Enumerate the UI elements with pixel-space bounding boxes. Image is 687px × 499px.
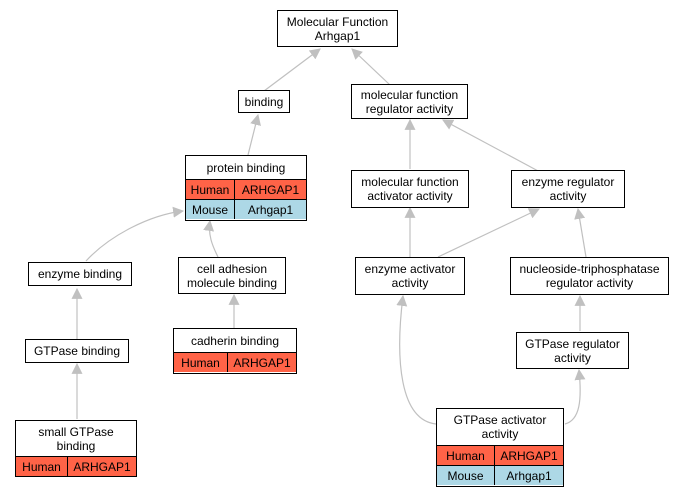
node-gtpase-regulator-activity[interactable]: GTPase regulator activity (516, 332, 629, 369)
node-mf-activator-activity[interactable]: molecular function activator activity (351, 170, 469, 208)
node-title: molecular function regulator activity (360, 87, 459, 116)
species-label: Human (186, 180, 234, 199)
node-title: cell adhesion molecule binding (186, 261, 278, 290)
node-title: enzyme activator activity (364, 262, 456, 290)
edge-enzyme-activator-to-enzyme-regulator (437, 208, 540, 258)
species-label: Human (16, 457, 67, 476)
node-binding[interactable]: binding (238, 90, 290, 113)
node-title: GTPase binding (33, 344, 121, 358)
node-title: small GTPase binding (38, 424, 114, 453)
human-gene-row: Human ARHGAP1 (437, 445, 563, 465)
gene-label[interactable]: ARHGAP1 (227, 353, 296, 372)
node-cell-adhesion-molecule-binding[interactable]: cell adhesion molecule binding (178, 257, 286, 294)
node-ntpase-regulator-activity[interactable]: nucleoside-triphosphatase regulator acti… (510, 257, 669, 295)
node-title: Molecular Function Arhgap1 (286, 14, 389, 43)
node-gtpase-activator-activity[interactable]: GTPase activator activity Human ARHGAP1 … (436, 408, 564, 487)
edge-gtpase-activator-to-enzyme-activator (396, 294, 437, 425)
gene-label[interactable]: ARHGAP1 (67, 457, 136, 476)
species-label: Human (174, 353, 227, 372)
node-title: cadherin binding (190, 333, 280, 348)
species-label: Mouse (186, 200, 234, 219)
node-title: enzyme binding (37, 267, 123, 281)
mouse-gene-row: Mouse Arhgap1 (186, 199, 306, 219)
node-enzyme-regulator-activity[interactable]: enzyme regulator activity (511, 170, 625, 208)
human-gene-row: Human ARHGAP1 (174, 352, 296, 372)
edge-enzyme-regulator-to-mf-regulator (442, 119, 541, 173)
mouse-gene-row: Mouse Arhgap1 (437, 465, 563, 485)
edge-cell-adhesion-to-protein-binding (203, 219, 219, 258)
human-gene-row: Human ARHGAP1 (186, 179, 306, 199)
node-title: GTPase regulator activity (525, 336, 620, 365)
node-title: protein binding (206, 160, 286, 175)
node-cadherin-binding[interactable]: cadherin binding Human ARHGAP1 (173, 328, 297, 374)
node-title: nucleoside-triphosphatase regulator acti… (519, 262, 660, 290)
human-gene-row: Human ARHGAP1 (16, 456, 136, 476)
node-mf-regulator-activity[interactable]: molecular function regulator activity (351, 84, 468, 119)
edge-protein-binding-to-binding (247, 113, 261, 156)
node-title: GTPase activator activity (453, 413, 547, 441)
gene-label[interactable]: ARHGAP1 (234, 180, 306, 199)
edge-binding-to-molecular-function (263, 48, 321, 92)
node-small-gtpase-binding[interactable]: small GTPase binding Human ARHGAP1 (15, 420, 137, 477)
node-title: enzyme regulator activity (521, 175, 615, 203)
edge-gtpase-activator-to-gtpase-regulator (564, 368, 586, 425)
node-enzyme-binding[interactable]: enzyme binding (28, 262, 132, 286)
edge-mf-regulator-to-molecular-function (351, 48, 391, 86)
edge-enzyme-binding-to-protein-binding (85, 206, 185, 262)
node-title: molecular function activator activity (361, 175, 459, 203)
species-label: Human (437, 446, 494, 465)
gene-label[interactable]: Arhgap1 (234, 200, 306, 219)
gene-label[interactable]: Arhgap1 (494, 466, 563, 485)
node-protein-binding[interactable]: protein binding Human ARHGAP1 Mouse Arhg… (185, 155, 307, 221)
node-title: binding (244, 94, 284, 109)
node-gtpase-binding[interactable]: GTPase binding (25, 339, 129, 363)
edge-ntpase-regulator-to-enzyme-regulator (574, 207, 587, 258)
species-label: Mouse (437, 466, 494, 485)
gene-label[interactable]: ARHGAP1 (494, 446, 563, 465)
node-molecular-function[interactable]: Molecular Function Arhgap1 (277, 10, 398, 47)
node-enzyme-activator-activity[interactable]: enzyme activator activity (355, 257, 465, 295)
